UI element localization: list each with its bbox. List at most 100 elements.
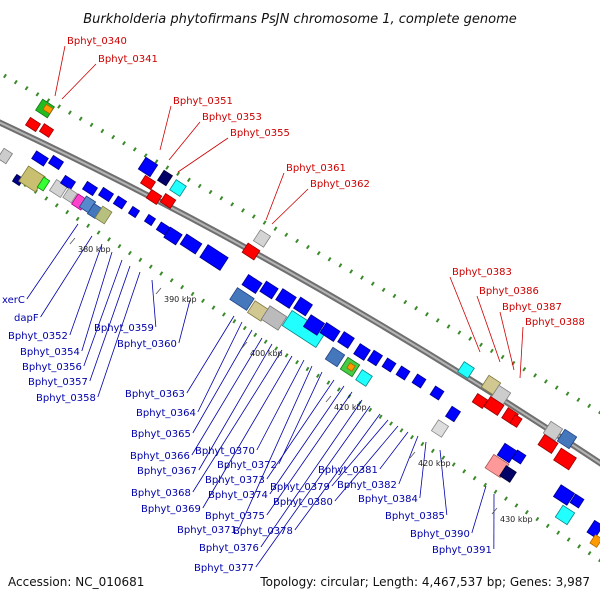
- gc-dot: [316, 250, 321, 256]
- bottom-gene-label: Bphyt_0369: [141, 504, 201, 515]
- scale-tick-mark: [241, 341, 248, 349]
- gene-block-grey: [0, 147, 14, 165]
- gene-arrow-reverse: [97, 186, 115, 203]
- gene-block-orange: [42, 103, 54, 115]
- gene-block-navy: [499, 465, 517, 483]
- gc-dot: [201, 298, 205, 304]
- gc-dot: [154, 159, 159, 164]
- label-leader-line: [178, 299, 191, 344]
- bottom-gene-label: Bphyt_0352: [8, 331, 68, 342]
- gc-dot: [370, 281, 375, 286]
- summary-text: Topology: circular; Length: 4,467,537 bp…: [259, 575, 590, 589]
- scale-tick-mark: [491, 507, 498, 515]
- gc-dot: [122, 140, 126, 146]
- label-leader-line: [471, 485, 487, 534]
- bottom-gene-label: Bphyt_0391: [432, 545, 492, 556]
- gc-dot: [127, 250, 132, 256]
- gc-dot: [457, 330, 462, 335]
- gene-arrow-reverse: [47, 154, 65, 171]
- gc-dot: [111, 134, 116, 140]
- label-leader-line: [439, 449, 448, 516]
- gc-dot: [587, 403, 592, 409]
- label-leader-line: [278, 371, 323, 465]
- bottom-gene-label: Bphyt_0384: [358, 494, 418, 505]
- gc-dot: [493, 489, 498, 495]
- scale-tick-mark: [325, 395, 332, 403]
- label-leader-line: [26, 223, 79, 300]
- gc-dot: [389, 421, 394, 426]
- gc-dot: [545, 523, 550, 529]
- gene-arrow-reverse: [511, 449, 527, 465]
- gc-dot: [349, 269, 354, 274]
- scale-tick-mark: [69, 237, 76, 245]
- gene-arrow-reverse: [137, 156, 159, 178]
- gc-dot: [430, 448, 435, 454]
- gc-dot: [190, 291, 195, 297]
- gc-dot: [468, 336, 473, 341]
- gc-dot: [24, 86, 29, 91]
- gc-dot: [13, 79, 18, 85]
- bottom-gene-label: Bphyt_0365: [131, 429, 191, 440]
- gc-dot: [522, 367, 527, 372]
- gene-block-orange: [589, 534, 600, 548]
- gene-block-steel: [556, 428, 578, 450]
- label-leader-line: [519, 326, 524, 379]
- bottom-gene-label: Bphyt_0381: [318, 465, 378, 476]
- gc-dot: [315, 373, 320, 379]
- gc-dot: [186, 177, 191, 183]
- label-leader-line: [61, 63, 97, 100]
- accession-text: Accession: NC_010681: [8, 575, 144, 589]
- gene-arrow-reverse: [179, 233, 203, 255]
- bottom-gene-label: Bphyt_0363: [125, 389, 185, 400]
- gc-dot: [100, 128, 105, 134]
- gc-dot: [284, 232, 289, 238]
- label-leader-line: [192, 329, 253, 434]
- top-gene-label: Bphyt_0387: [502, 302, 562, 313]
- gc-dot: [169, 278, 174, 283]
- bottom-gene-label: dapF: [14, 313, 39, 324]
- bottom-gene-label: Bphyt_0374: [208, 490, 268, 501]
- top-gene-label: Bphyt_0386: [479, 286, 539, 297]
- gc-dot: [197, 183, 202, 189]
- gc-dot: [305, 366, 310, 372]
- map-title: Burkholderia phytofirmans PsJN chromosom…: [83, 12, 517, 27]
- label-leader-line: [202, 355, 293, 509]
- gene-arrow-reverse: [366, 349, 384, 367]
- scale-tick-mark: [155, 287, 162, 295]
- gene-arrow-reverse: [81, 180, 99, 197]
- gc-dot: [305, 244, 310, 250]
- gc-dot: [176, 171, 181, 176]
- gc-dot: [435, 318, 440, 323]
- bottom-gene-label: Bphyt_0373: [205, 475, 265, 486]
- gc-dot: [338, 263, 343, 268]
- gene-block-navy: [156, 169, 174, 187]
- gene-arrow-forward: [483, 396, 505, 416]
- gene-arrow-reverse: [411, 373, 427, 389]
- label-leader-line: [89, 265, 131, 382]
- label-line-layer: [26, 45, 524, 568]
- gc-dot: [543, 379, 548, 384]
- gc-dot: [35, 92, 40, 97]
- gene-block-grey: [542, 420, 564, 442]
- gene-arrow-reverse: [143, 213, 157, 227]
- gene-arrow-reverse: [199, 244, 229, 271]
- gc-dot: [3, 73, 7, 79]
- gene-arrow-reverse: [429, 385, 445, 401]
- gene-arrow-forward: [471, 392, 489, 410]
- bottom-gene-label: Bphyt_0356: [22, 362, 82, 373]
- gene-arrow-forward: [509, 414, 523, 428]
- gene-block-grey: [260, 305, 288, 331]
- label-leader-line: [69, 243, 103, 336]
- gc-dot: [472, 475, 477, 481]
- bottom-gene-label: Bphyt_0370: [195, 446, 255, 457]
- label-leader-line: [168, 121, 201, 161]
- gene-block-cyan: [355, 369, 373, 387]
- gc-dot: [273, 226, 278, 231]
- gene-arrow-reverse: [127, 205, 141, 219]
- gene-arrow-reverse: [293, 296, 313, 317]
- bottom-gene-label: Bphyt_0375: [205, 511, 265, 522]
- scale-tick-label: 420 kbp: [418, 459, 451, 468]
- bottom-gene-label: Bphyt_0371: [177, 525, 237, 536]
- bottom-gene-label: Bphyt_0367: [137, 466, 197, 477]
- bottom-gene-label: xerC: [2, 295, 25, 306]
